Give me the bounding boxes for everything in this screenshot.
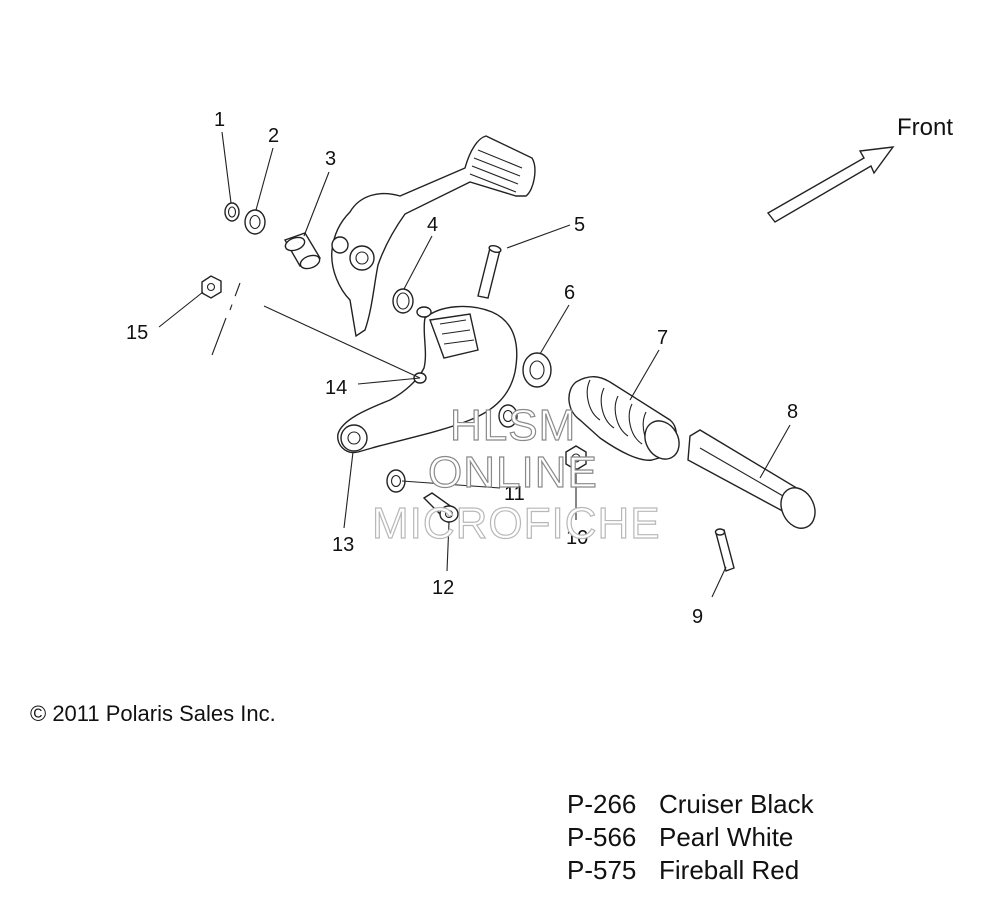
callout-1: 1 — [214, 109, 225, 131]
washer-part — [498, 404, 518, 428]
callout-13: 13 — [332, 534, 354, 556]
watermark-line-2: ONLINE — [428, 448, 598, 497]
mount-bracket-part — [337, 305, 518, 454]
nut-part — [565, 445, 587, 471]
callout-12: 12 — [432, 577, 454, 599]
washer-part — [244, 209, 266, 235]
callout-8: 8 — [787, 401, 798, 423]
o-ring-part — [392, 288, 414, 314]
front-label: Front — [897, 114, 953, 141]
copyright-notice: © 2011 Polaris Sales Inc. — [30, 701, 276, 726]
callout-3: 3 — [325, 148, 336, 170]
bushing-part — [283, 232, 322, 270]
callout-5: 5 — [574, 214, 585, 236]
washer-part — [522, 352, 552, 388]
legend-row: P-566 Pearl White — [567, 821, 814, 854]
legend-code: P-566 — [567, 822, 637, 852]
color-legend: P-266 Cruiser Black P-566 Pearl White P-57… — [567, 788, 814, 887]
callout-2: 2 — [268, 125, 279, 147]
legend-code: P-575 — [567, 855, 637, 885]
callout-9: 9 — [692, 606, 703, 628]
circlip-part — [224, 202, 240, 222]
legend-color: Fireball Red — [659, 855, 800, 885]
legend-row: P-575 Fireball Red — [567, 854, 814, 887]
legend-color: Cruiser Black — [659, 789, 814, 819]
footpeg-rubber-part — [568, 376, 680, 461]
callout-14: 14 — [325, 377, 347, 399]
set-screw-part — [714, 528, 735, 572]
watermark-line-3: MICROFICHE — [372, 499, 661, 548]
pedal-lever-part — [331, 135, 536, 338]
legend-code: P-266 — [567, 789, 637, 819]
callout-10: 10 — [566, 527, 588, 549]
leader-lines — [158, 131, 791, 598]
callout-6: 6 — [564, 282, 575, 304]
front-arrow-icon — [766, 146, 895, 223]
callout-15: 15 — [126, 322, 148, 344]
callout-4: 4 — [427, 214, 438, 236]
nut-part — [201, 275, 222, 299]
watermark-line-1: HLSM — [450, 401, 576, 450]
callout-7: 7 — [657, 327, 668, 349]
callout-11: 11 — [504, 483, 525, 505]
pin-part — [477, 245, 502, 299]
legend-color: Pearl White — [659, 822, 794, 852]
legend-row: P-266 Cruiser Black — [567, 788, 814, 821]
footpeg-pin-part — [687, 429, 816, 529]
